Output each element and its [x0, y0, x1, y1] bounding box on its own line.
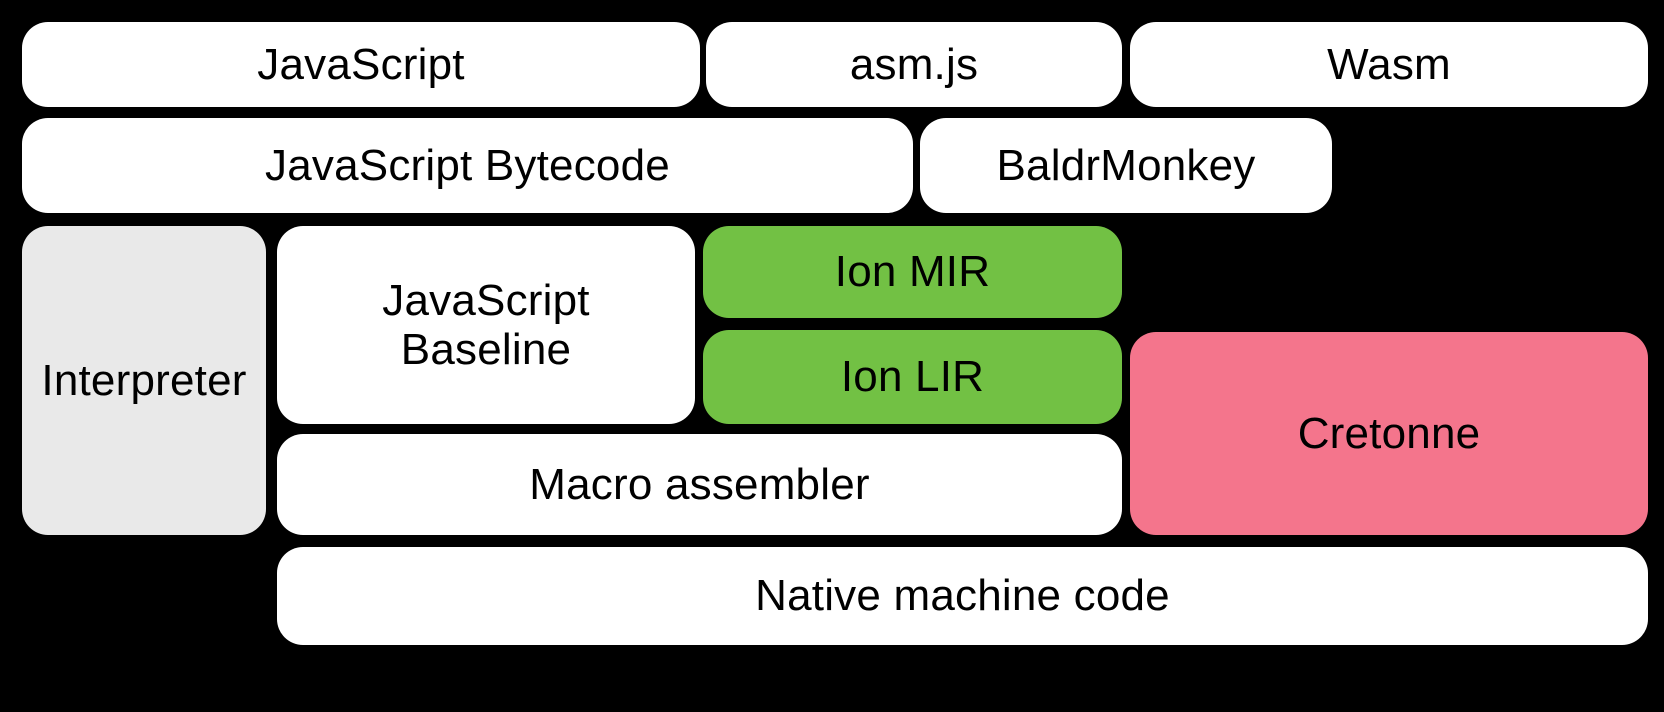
node-ion-mir: Ion MIR [703, 226, 1122, 318]
node-javascript-baseline: JavaScript Baseline [277, 226, 695, 424]
node-macro-assembler: Macro assembler [277, 434, 1122, 535]
node-baldrmonkey: BaldrMonkey [920, 118, 1332, 213]
node-javascript-bytecode: JavaScript Bytecode [22, 118, 913, 213]
node-javascript: JavaScript [22, 22, 700, 107]
node-wasm: Wasm [1130, 22, 1648, 107]
node-ion-lir: Ion LIR [703, 330, 1122, 424]
node-native-machine-code: Native machine code [277, 547, 1648, 645]
node-cretonne: Cretonne [1130, 332, 1648, 535]
node-interpreter: Interpreter [22, 226, 266, 535]
node-asm-js: asm.js [706, 22, 1122, 107]
